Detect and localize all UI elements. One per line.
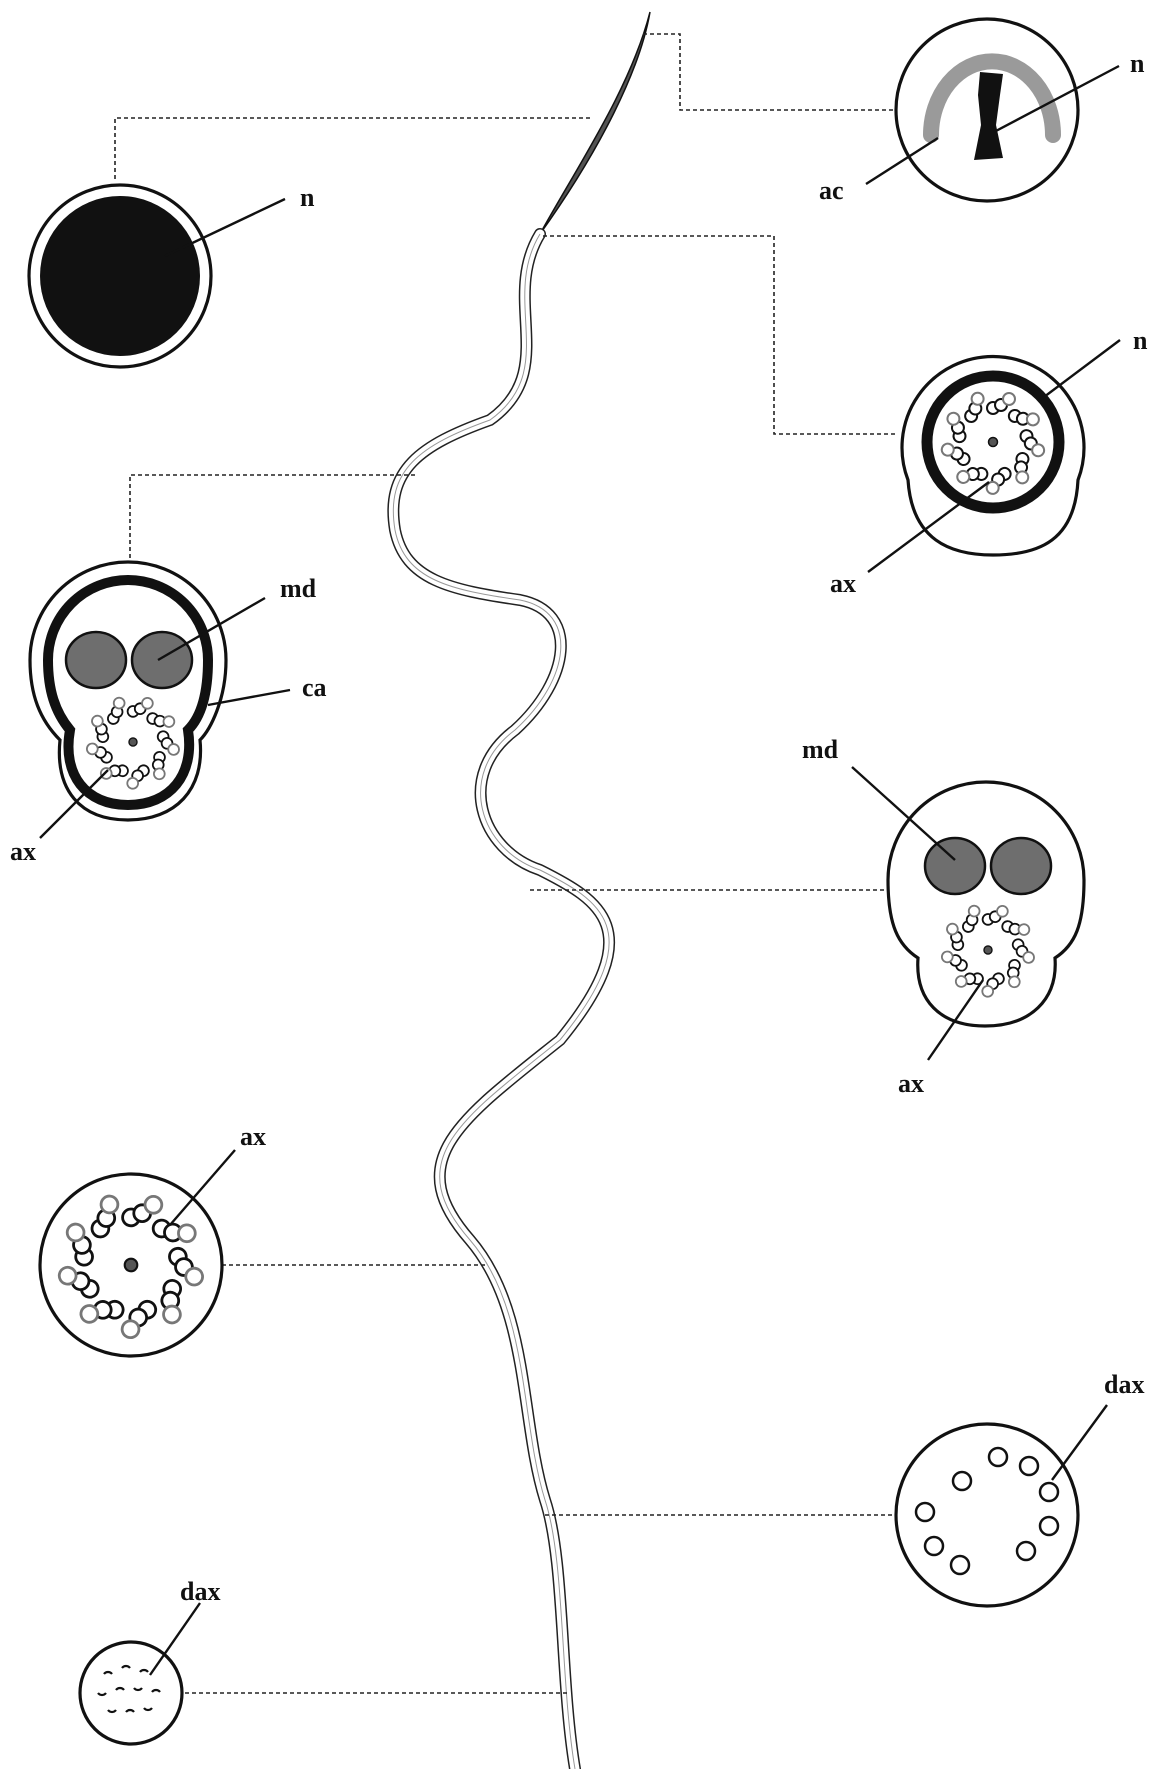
connector-lines bbox=[115, 34, 896, 1693]
label-ac: ac bbox=[819, 176, 844, 205]
label-md-midpiece: md bbox=[280, 574, 317, 603]
connector-head-left bbox=[115, 118, 590, 182]
section-end-piece: dax bbox=[896, 1370, 1144, 1606]
label-dax-end: dax bbox=[1104, 1370, 1144, 1399]
label-n-head: n bbox=[300, 183, 315, 212]
section-nucleus: n bbox=[29, 183, 315, 367]
flagellum-center-line bbox=[393, 234, 609, 1769]
connector-head-right bbox=[643, 34, 895, 110]
mitochondrion-right bbox=[132, 632, 192, 688]
flagellum-outer bbox=[393, 234, 609, 1769]
connector-midpiece-left bbox=[130, 475, 415, 570]
sperm-head bbox=[540, 12, 650, 234]
mitochondrion-left bbox=[66, 632, 126, 688]
nucleus-disk bbox=[40, 196, 200, 356]
label-ax-midpiece: ax bbox=[10, 837, 36, 866]
section-midpiece: md ca ax bbox=[10, 562, 327, 866]
section-terminal: dax bbox=[80, 1577, 220, 1744]
section-principal-md: md ax bbox=[802, 735, 1084, 1098]
label-md-principal: md bbox=[802, 735, 839, 764]
label-n-neck: n bbox=[1133, 326, 1148, 355]
label-ax-principal: ax bbox=[898, 1069, 924, 1098]
label-dax-terminal: dax bbox=[180, 1577, 220, 1606]
section-axoneme: ax bbox=[40, 1122, 266, 1356]
connector-neck bbox=[543, 236, 895, 434]
mitochondrion-right-2 bbox=[991, 838, 1051, 894]
section-neck: n ax bbox=[830, 326, 1148, 598]
section-acrosome: n ac bbox=[819, 19, 1145, 205]
label-ax-neck: ax bbox=[830, 569, 856, 598]
sperm-body bbox=[393, 12, 650, 1769]
label-ax-axoneme: ax bbox=[240, 1122, 266, 1151]
mitochondrion-left-2 bbox=[925, 838, 985, 894]
label-n-acrosome: n bbox=[1130, 49, 1145, 78]
label-ca: ca bbox=[302, 673, 327, 702]
flagellum-inner bbox=[393, 234, 609, 1769]
